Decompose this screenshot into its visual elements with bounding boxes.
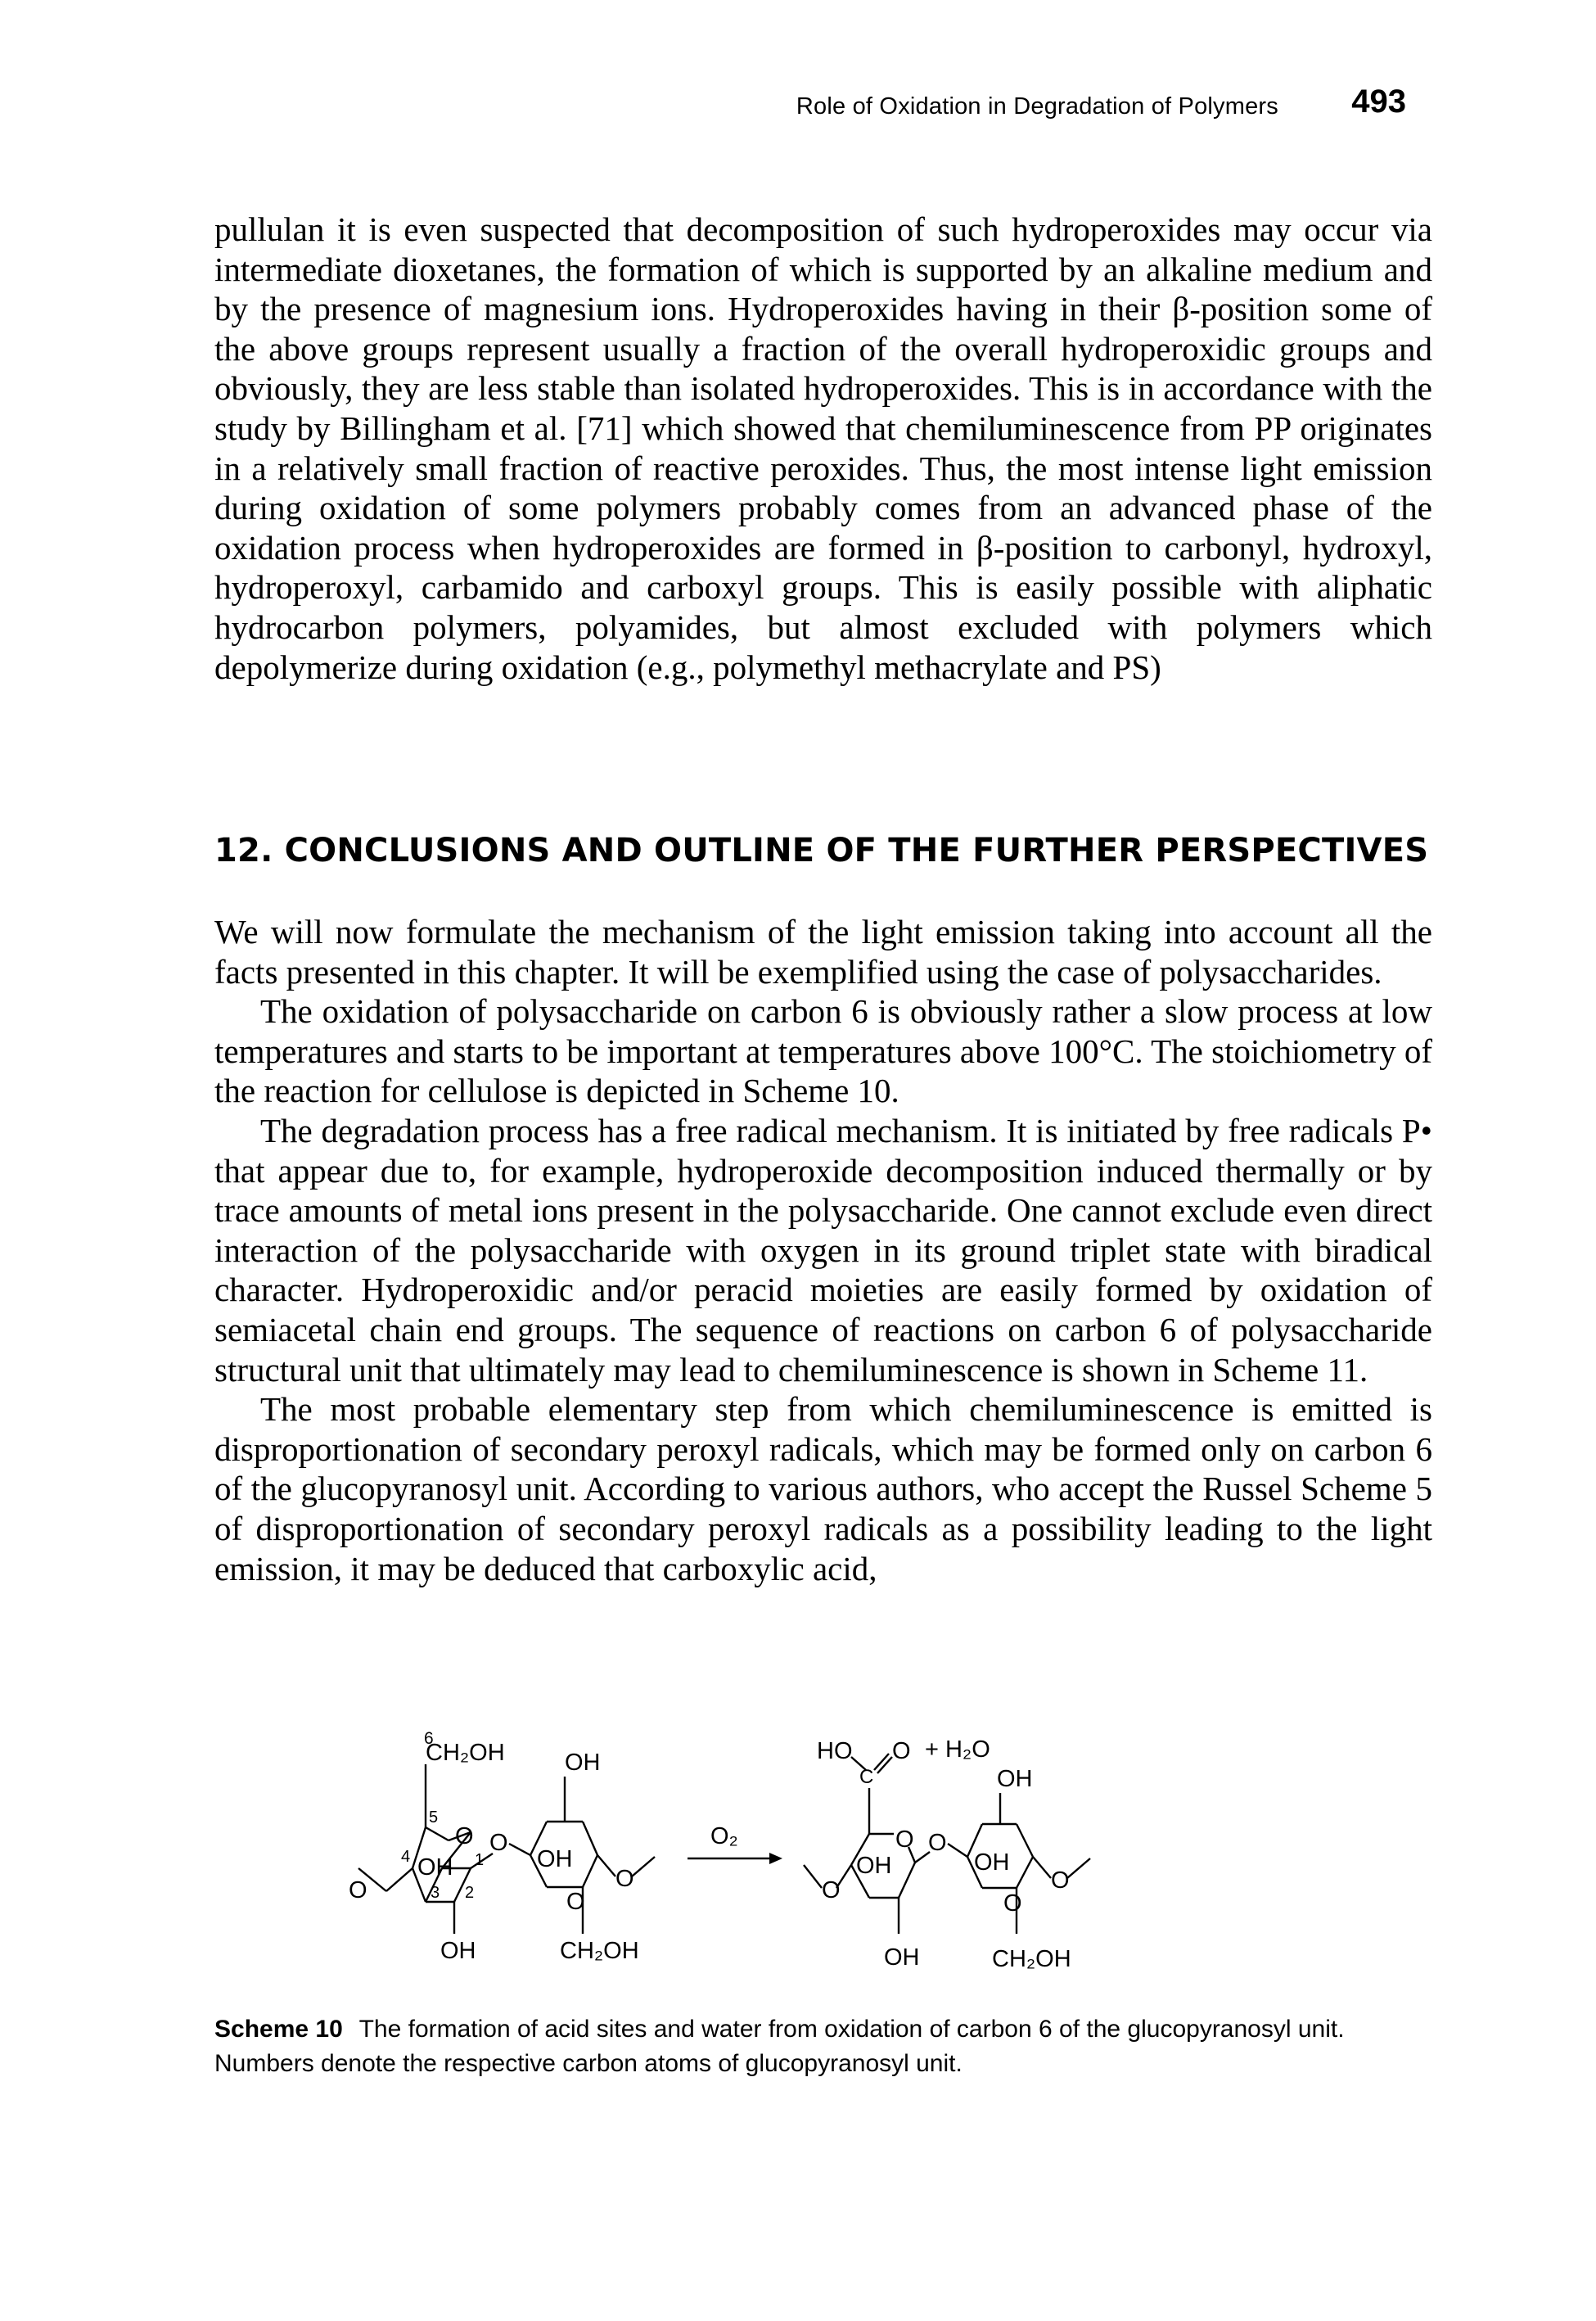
c2-label: 2 [465,1884,474,1902]
right-glycosidic-oxygen: O [928,1830,947,1856]
caption-text: The formation of acid sites and water fr… [214,2016,1345,2077]
water-product: + H₂O [925,1736,990,1763]
paragraph: We will now formulate the mechanism of t… [214,913,1432,991]
body-text-section: We will now formulate the mechanism of t… [214,912,1432,1588]
reaction-scheme-drawing: 6 CH₂OH 5 O 4 OH 1 3 2 OH O O [349,1729,1091,1972]
body-text-top: pullulan it is even suspected that decom… [214,210,1432,687]
right-ring2-oxygen: O [1003,1890,1022,1917]
c3-label: 3 [431,1884,440,1902]
figure-caption: Scheme 10 The formation of acid sites an… [214,2012,1432,2081]
oh-top: OH [565,1750,601,1776]
page-number: 493 [1351,84,1406,120]
glycosidic-oxygen: O [489,1830,508,1856]
left-glucopyranose-ring-1 [358,1764,494,1934]
running-header: Role of Oxidation in Degradation of Poly… [0,79,1406,128]
o2-label: O₂ [710,1823,738,1849]
ho-label: HO [817,1738,853,1764]
end-oxygen-left: O [349,1877,367,1903]
c6-label: 6 [424,1729,434,1748]
scheme-10-figure: 6 CH₂OH 5 O 4 OH 1 3 2 OH O O [327,1719,1359,1998]
carbonyl-oxygen: O [892,1738,911,1764]
right-oh-ring1: OH [856,1853,892,1879]
paragraph: The oxidation of polysaccharide on carbo… [214,992,1432,1110]
right-end-oxygen: O [822,1877,841,1903]
left-glucopyranose-ring-2 [529,1777,656,1934]
ring-oxygen: O [455,1823,474,1849]
oh-c3: OH [440,1938,476,1964]
ring2-oxygen: O [566,1889,585,1915]
paragraph: The degradation process has a free radic… [214,1111,1432,1389]
right-link-oxygen: O [1051,1867,1070,1894]
ch2oh-bottom: CH₂OH [560,1938,639,1964]
c5-label: 5 [429,1808,438,1827]
caption-label: Scheme 10 [214,2016,343,2043]
oh-c4: OH [417,1854,453,1881]
reaction-arrow [688,1853,782,1864]
ch2oh-label: CH₂OH [426,1740,505,1766]
end-oxygen-right: O [615,1866,634,1892]
running-title: Role of Oxidation in Degradation of Poly… [796,93,1278,120]
right-glucopyranose-ring-2 [966,1793,1091,1934]
right-ring1-oxygen: O [895,1827,914,1853]
section-heading: 12. CONCLUSIONS AND OUTLINE OF THE FURTH… [214,832,1429,869]
right-glucopyranose-ring-1 [803,1753,931,1934]
carboxyl-carbon: C [859,1766,873,1788]
right-oh-bottom: OH [884,1944,920,1971]
right-oh-ring2: OH [974,1849,1010,1876]
oh-ring2: OH [537,1846,573,1872]
right-ch2oh-bottom: CH₂OH [992,1946,1071,1972]
c1-label: 1 [475,1851,484,1869]
right-oh-top: OH [997,1766,1033,1792]
paragraph: pullulan it is even suspected that decom… [214,210,1432,686]
c4-label: 4 [401,1848,410,1866]
paragraph: The most probable elementary step from w… [214,1390,1432,1587]
